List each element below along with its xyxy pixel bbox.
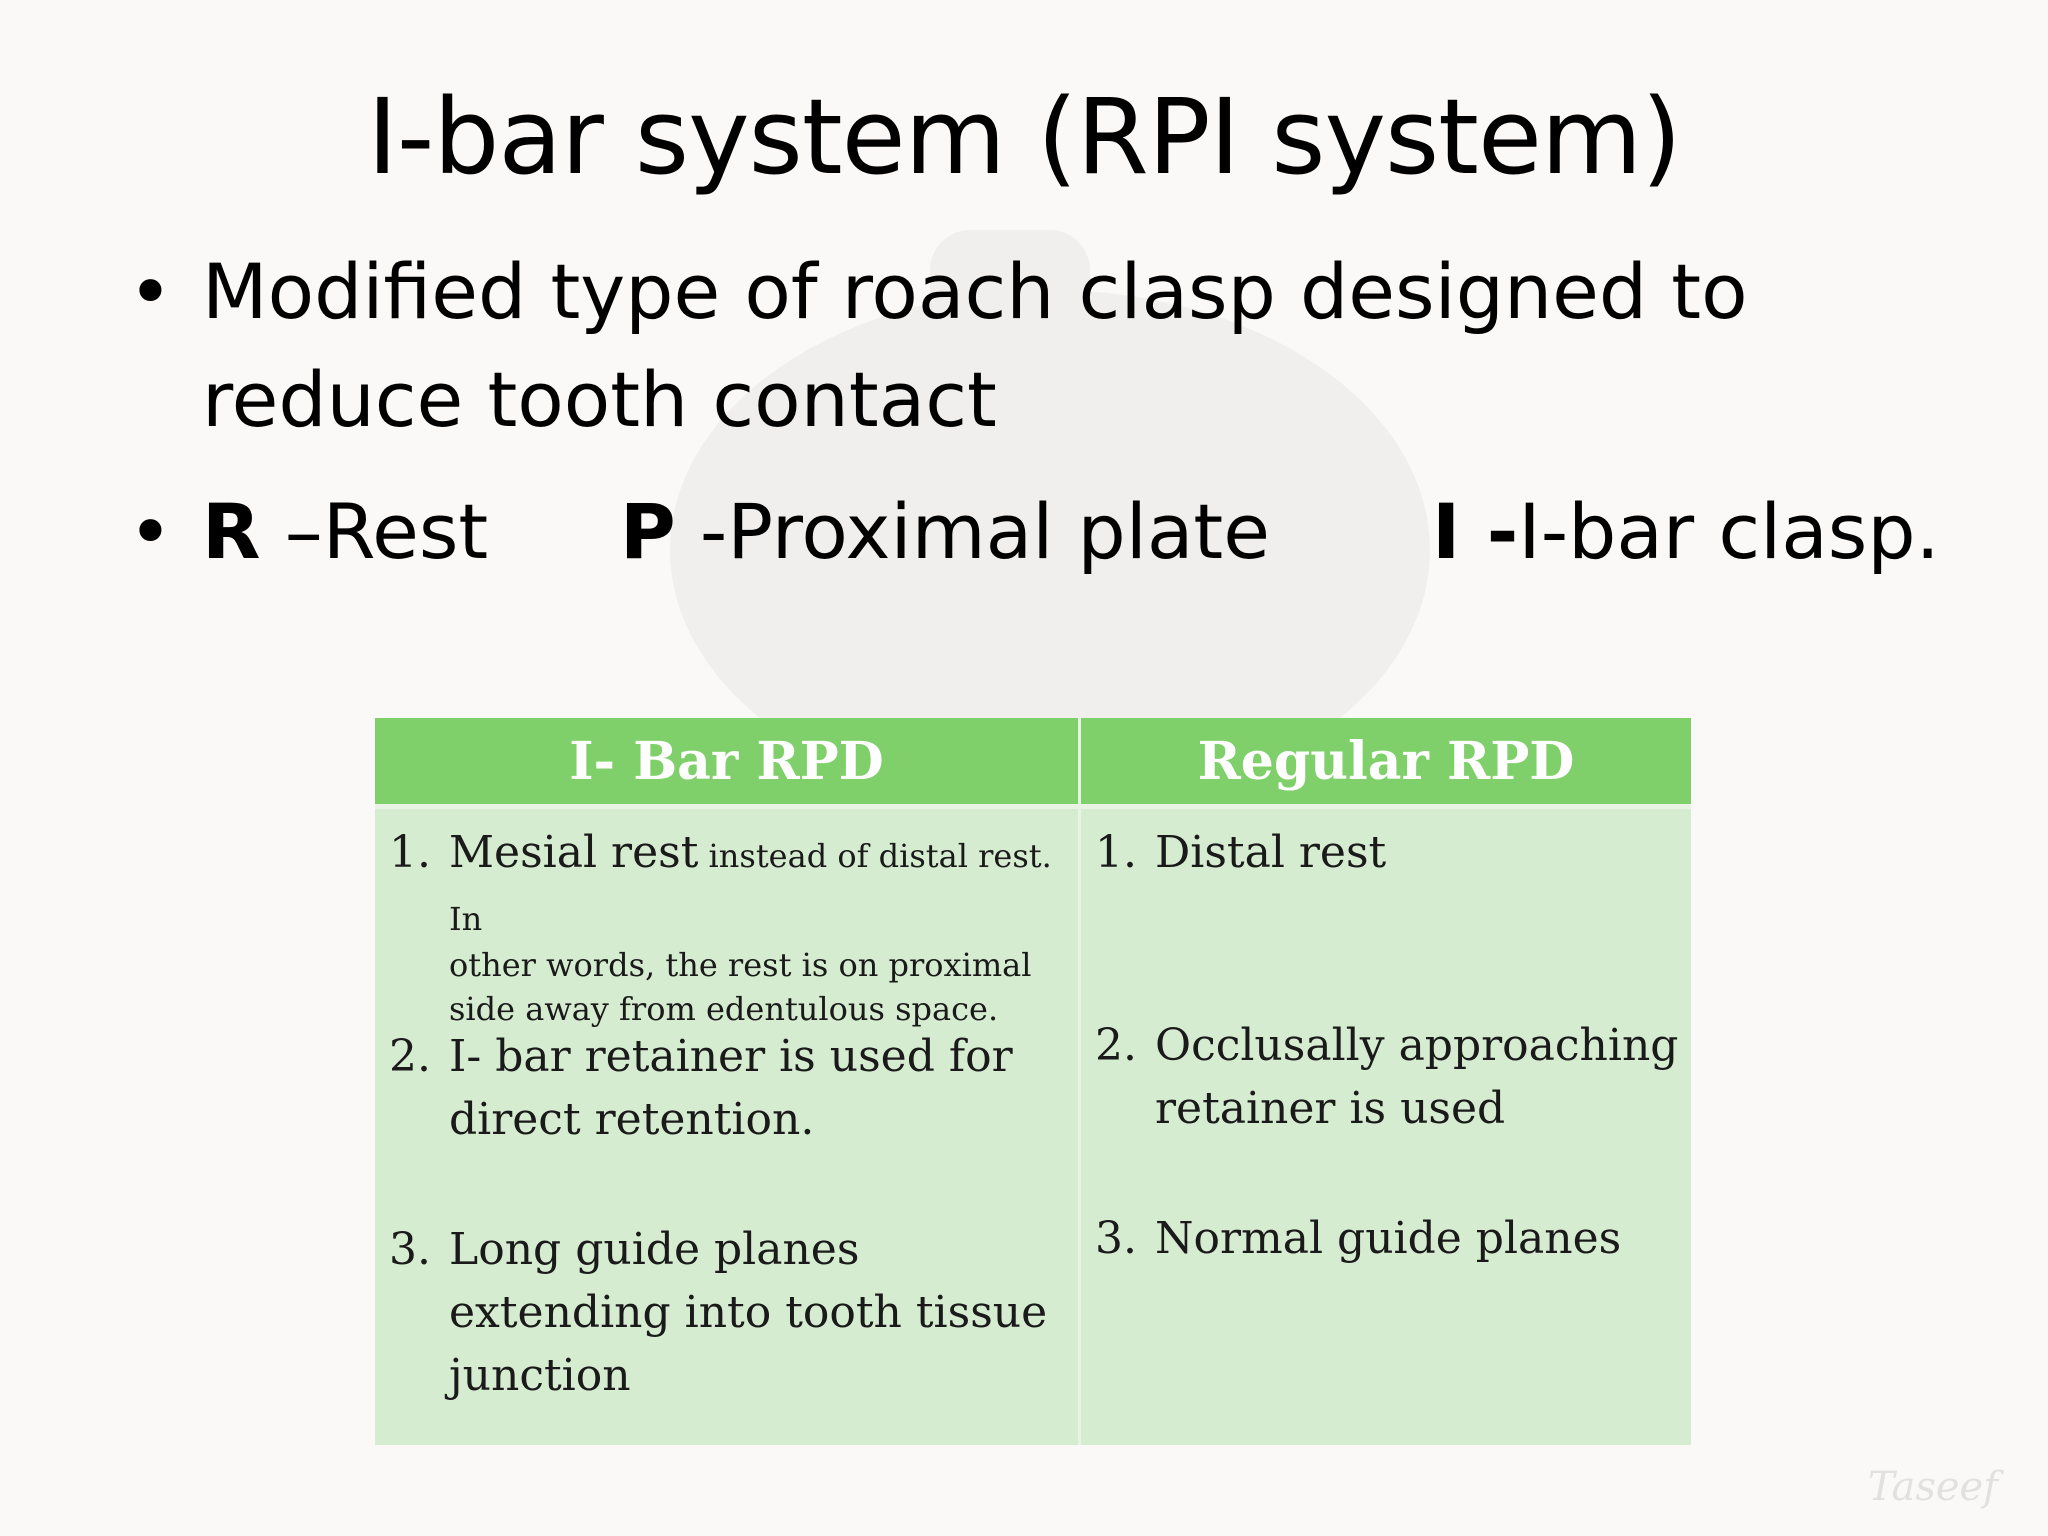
item-main-text: Long guide planes extending into tooth t… xyxy=(449,1224,1048,1401)
item-main-text: Distal rest xyxy=(1155,827,1387,878)
rpi-rest: R –Rest xyxy=(202,478,488,586)
item-number: 1. xyxy=(389,827,431,878)
rpi-p-text: -Proximal plate xyxy=(675,487,1270,576)
bullet-item-rpi: • R –Rest P -Proximal plate I -I-bar cla… xyxy=(120,478,2000,586)
bullet-list: • Modified type of roach clasp designed … xyxy=(120,238,2000,586)
bullet-dot-icon: • xyxy=(128,247,173,336)
item-main-text: Mesial rest xyxy=(449,827,699,878)
ibar-column: 1. Mesial rest instead of distal rest. I… xyxy=(375,806,1081,1445)
background-watermark-image xyxy=(670,230,1430,810)
bullet-dot-icon: • xyxy=(128,487,173,576)
bullet-item-description: • Modified type of roach clasp designed … xyxy=(120,238,2000,454)
rpi-ibar-clasp: I -I-bar clasp. xyxy=(1432,478,1940,586)
rpi-i-text: I-bar clasp. xyxy=(1518,487,1940,576)
regular-column: 1. Distal rest 2. Occlusally approaching… xyxy=(1079,806,1691,1445)
comparison-table: I- Bar RPD Regular RPD 1. Mesial rest in… xyxy=(375,718,1691,1445)
header-ibar-rpd: I- Bar RPD xyxy=(375,718,1081,809)
item-note-inline: instead of distal rest. In xyxy=(449,837,1052,938)
item-number: 2. xyxy=(1095,1020,1137,1071)
item-number: 1. xyxy=(1095,827,1137,878)
item-number: 3. xyxy=(1095,1213,1137,1264)
rpi-r-letter: R xyxy=(202,487,261,576)
slide-title: I-bar system (RPI system) xyxy=(367,76,1682,198)
bullet-text: Modified type of roach clasp designed to… xyxy=(202,247,1748,444)
header-regular-rpd: Regular RPD xyxy=(1079,718,1691,809)
item-number: 2. xyxy=(389,1031,431,1082)
item-main-text: I- bar retainer is used for direct reten… xyxy=(449,1031,1013,1145)
rpi-proximal-plate: P -Proximal plate xyxy=(620,478,1270,586)
rpi-i-letter: I - xyxy=(1432,487,1519,576)
rpi-p-letter: P xyxy=(620,487,676,576)
item-number: 3. xyxy=(389,1224,431,1275)
rpi-r-text: –Rest xyxy=(260,487,489,576)
item-main-text: Normal guide planes xyxy=(1155,1213,1622,1264)
item-note-text: other words, the rest is on proximal sid… xyxy=(449,946,1032,1028)
signature-watermark: Taseef xyxy=(1867,1464,1998,1510)
item-main-text: Occlusally approaching retainer is used xyxy=(1155,1020,1679,1134)
